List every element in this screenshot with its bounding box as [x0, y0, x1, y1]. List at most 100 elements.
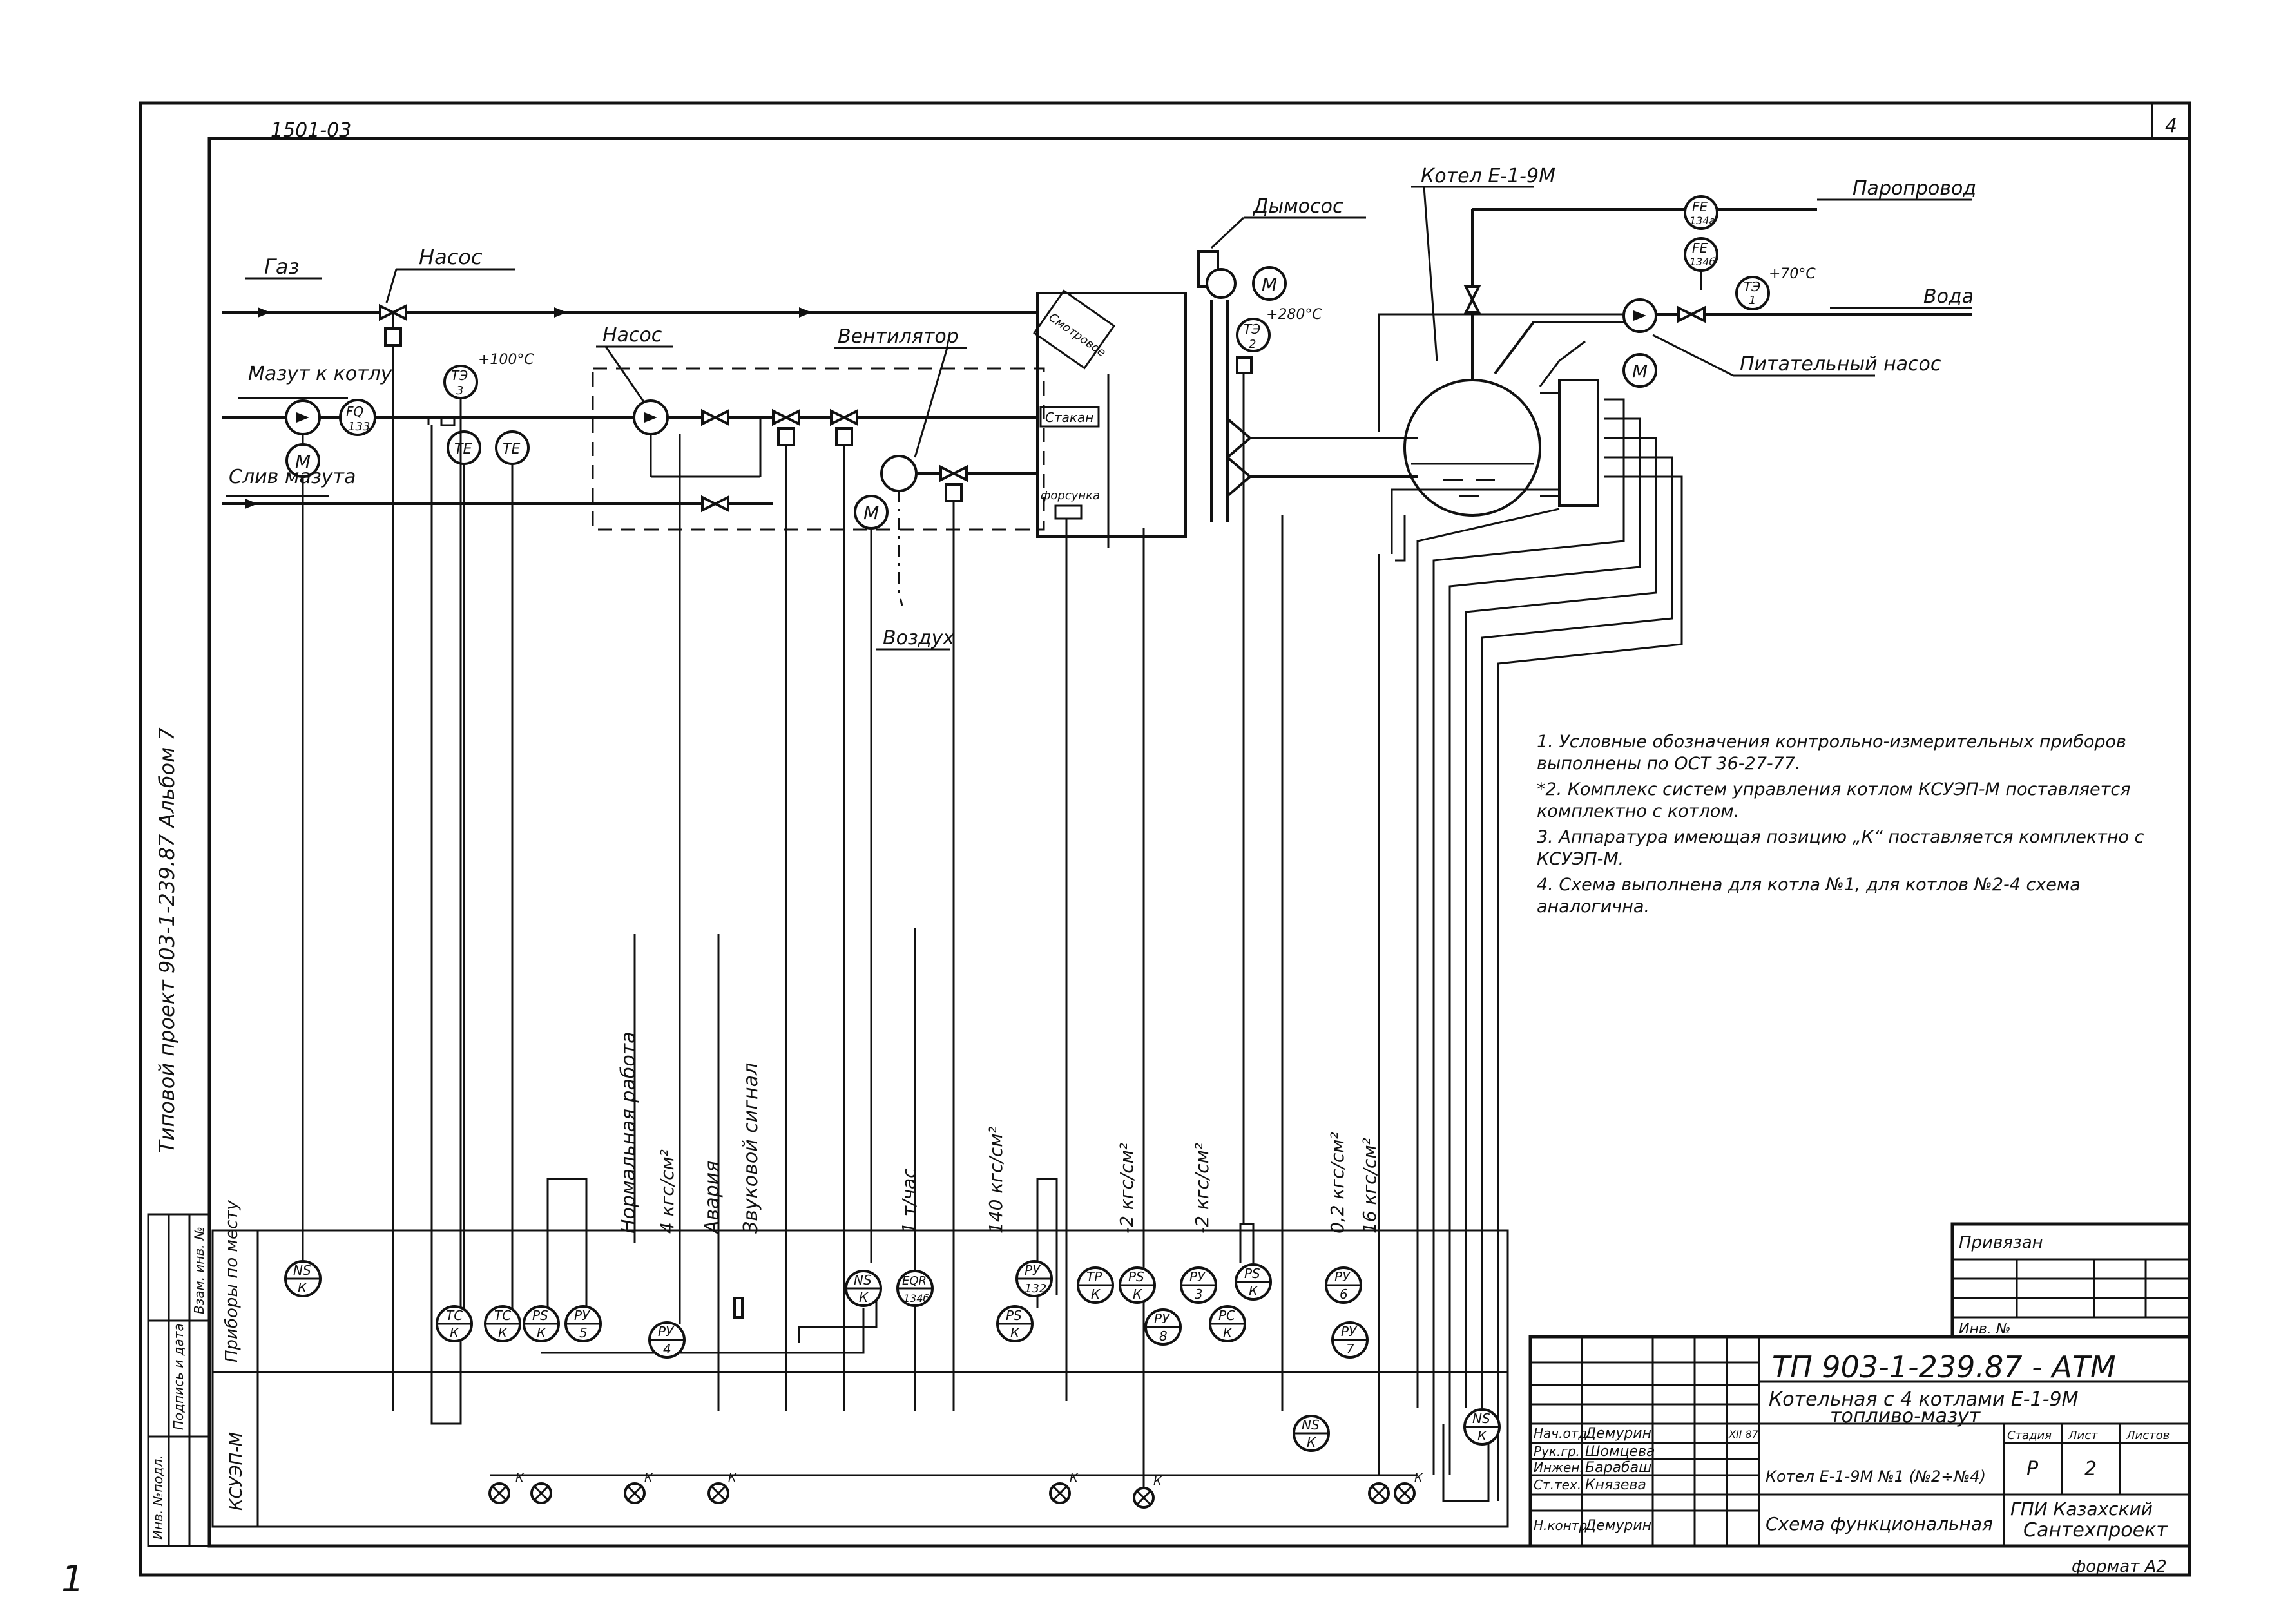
gas-valve-left: [379, 303, 396, 321]
water-label: Вода: [1923, 285, 1974, 308]
svg-text:PУ: PУ: [1025, 1263, 1041, 1278]
nozzle-label: форсунка: [1041, 489, 1100, 502]
panel-device: PSК: [996, 1305, 1034, 1342]
panel-frame: [211, 1229, 1509, 1528]
tj-2-tag: ТЭ: [1244, 321, 1260, 337]
pump-top-label: Насос: [419, 245, 483, 269]
sheet-corner-number: 4: [2165, 115, 2177, 137]
svg-text:К: К: [1477, 1428, 1487, 1444]
exhauster-fan-icon: [1206, 268, 1237, 299]
boiler-label: Котел Е-1-9М: [1421, 165, 1555, 187]
svg-text:К: К: [1307, 1435, 1316, 1450]
panel-device: PS К: [523, 1305, 560, 1342]
vlabel-sound-signal: Звуковой сигнал: [740, 1063, 762, 1234]
panel-link-3: [1239, 1223, 1255, 1263]
panel-row2-label: КСУЭП-М: [227, 1432, 246, 1511]
svg-text:PУ: PУ: [1341, 1324, 1358, 1339]
fuel-drain-label: Слив мазута: [229, 466, 356, 488]
fuel-pump-1-arrow: [296, 412, 309, 423]
svg-text:К: К: [1091, 1286, 1101, 1302]
note-2: *2. Комплекс систем управления котлом КС…: [1537, 779, 2131, 821]
left-mark: 1: [61, 1558, 84, 1600]
svg-text:8: 8: [1159, 1328, 1168, 1344]
steam-valve-bottom: [1463, 296, 1481, 314]
tj-3-tag: ТЭ: [451, 368, 468, 383]
fe-134b-tag: FE: [1692, 240, 1708, 256]
steam-line-label: Паропровод: [1853, 177, 1976, 200]
svg-text:К: К: [1249, 1283, 1258, 1299]
air-valve-left: [939, 464, 957, 482]
steam-valve-top: [1463, 285, 1481, 303]
fuel-valve-3-right: [841, 408, 858, 426]
svg-text:PУ: PУ: [1334, 1269, 1351, 1285]
exhauster-label: Дымосос: [1252, 195, 1343, 218]
svg-text:132: 132: [1025, 1282, 1046, 1295]
fq-133-tag: FQ: [346, 404, 363, 419]
inner-frame: [207, 137, 2191, 1548]
lamp-mark-5: К: [1153, 1475, 1162, 1488]
lamp-icon: [1394, 1482, 1416, 1504]
vlabel-1-t-h: 1 т/час: [898, 1168, 919, 1234]
svg-text:NS: NS: [293, 1263, 311, 1278]
svg-text:EQR: EQR: [902, 1274, 927, 1288]
panel-device: PУ6: [1325, 1266, 1362, 1304]
panel-link-1: [546, 1178, 588, 1308]
gas-valve-right: [390, 303, 407, 321]
panel-device: PSК: [1235, 1263, 1272, 1301]
tb-sheets-h: Листов: [2126, 1429, 2170, 1442]
notes-block: 1. Условные обозначения контрольно-измер…: [1537, 731, 2181, 922]
panel-device: NS К: [284, 1260, 322, 1297]
sheet-corner-box: [2151, 102, 2191, 140]
panel-link-2: [1036, 1178, 1058, 1308]
pump-mid-leader: [604, 346, 646, 403]
lamp-icon: [1133, 1487, 1155, 1509]
svg-text:PУ: PУ: [1189, 1269, 1206, 1285]
panel-device: PУ3: [1180, 1266, 1217, 1304]
lamp-icon: [488, 1482, 510, 1504]
svg-text:PS: PS: [1128, 1269, 1144, 1285]
drain-valve-right: [712, 495, 729, 513]
exhauster-motor-icon: [1252, 266, 1287, 301]
tb-name-4: Князева: [1585, 1477, 1646, 1493]
svg-text:PУ: PУ: [1154, 1311, 1171, 1326]
svg-text:К: К: [298, 1280, 307, 1295]
fuel-valve-1-left: [701, 408, 718, 426]
svg-text:4: 4: [663, 1341, 671, 1357]
tb-name-1: Демурин: [1584, 1426, 1651, 1442]
note-4: 4. Схема выполнена для котла №1, для кот…: [1537, 875, 2081, 917]
svg-text:TC: TC: [446, 1308, 463, 1323]
lamp-mark-1: К: [515, 1471, 525, 1485]
project-margin-text: Типовой проект 903-1-239.87 Альбом 7: [155, 727, 179, 1153]
panel-link-5: [798, 1301, 878, 1343]
panel-device: NSК: [1463, 1408, 1501, 1446]
svg-text:К: К: [537, 1325, 546, 1341]
tb-desc-2: Схема функциональная: [1766, 1513, 1993, 1534]
fuel-to-boiler-label: Мазут к котлу: [248, 363, 393, 385]
binder-replace: Взам. инв. №: [191, 1227, 207, 1314]
tj-1-instrument: [1735, 276, 1770, 310]
tb-role-4: Ст.тех.: [1534, 1477, 1581, 1493]
sight-port-2-label: Стакан: [1045, 410, 1093, 425]
tb-format: формат А2: [2072, 1557, 2167, 1576]
sight-port-1-label: Смотровое: [1046, 310, 1108, 359]
air-label: Воздух: [883, 627, 954, 649]
svg-text:К: К: [450, 1325, 459, 1341]
svg-text:5: 5: [579, 1325, 588, 1341]
fuel-valve-2-actuator: [777, 427, 795, 446]
svg-text:PS: PS: [532, 1308, 548, 1323]
fan-leader: [914, 347, 948, 458]
vlabel-16-kgs: 16 кгс/см²: [1359, 1138, 1380, 1234]
horn-body: [733, 1297, 744, 1319]
tj-2-num: 2: [1249, 338, 1256, 351]
panel-device: TPК: [1077, 1266, 1114, 1304]
fan-icon: [880, 455, 918, 492]
tj-2-instrument: [1236, 318, 1271, 352]
fuel-valve-2-left: [772, 408, 789, 426]
panel-device: PУ 132: [1015, 1260, 1053, 1297]
tb-role-1: Нач.отд.: [1534, 1426, 1592, 1441]
economizer-coil: [1225, 417, 1253, 497]
water-valve-right: [1688, 305, 1706, 323]
tb-role-5: Н.контр.: [1534, 1518, 1592, 1533]
lamp-mark-6: К: [1414, 1471, 1423, 1485]
